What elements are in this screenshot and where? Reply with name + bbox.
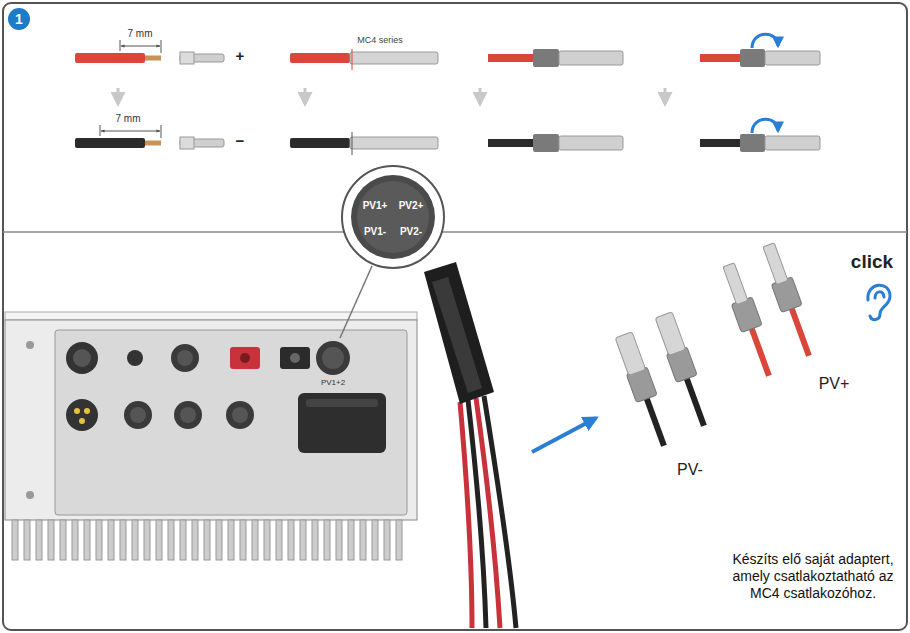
polarity-label: PV- [676,460,704,479]
pin-name: PV2+ [399,200,424,211]
polarity-sign: + [235,47,246,65]
outer-frame [3,3,907,630]
magnifier-face [343,167,443,267]
adapter-plug [424,262,516,628]
inverter-housing [5,312,417,520]
pin-name: PV2- [400,226,422,237]
note-text: Készíts elő saját adaptert, amely csatla… [722,551,904,601]
pv-minus-plug [653,311,714,429]
insert-arrow [532,418,596,452]
step-number: 1 [15,12,23,26]
dimension-label: 7 mm [127,28,154,40]
polarity-label: PV+ [818,374,851,393]
pin-name: PV1+ [363,200,388,211]
series-label: MC4 series [356,35,404,46]
port-label: PV1+2 [320,378,346,388]
step-arrows [118,88,665,104]
cooling-fins [12,520,402,560]
polarity-sign: − [235,132,246,150]
pin-name: PV1- [364,226,386,237]
panel-divider [3,231,907,233]
magnifier-leader [340,266,372,338]
port-magnifier: PV1+ PV2+ PV1- PV2- [341,165,445,269]
pv-plus-plug [718,261,779,379]
inverter-ports [66,341,386,453]
click-label: click [850,251,894,274]
dimension-label: 7 mm [115,113,142,125]
red-cable-steps [75,34,820,70]
step-badge: 1 [8,8,30,30]
black-cable-steps [75,119,820,155]
pv-minus-plug [613,331,674,449]
ear-icon [868,285,890,319]
pv-plus-plug [758,241,819,359]
